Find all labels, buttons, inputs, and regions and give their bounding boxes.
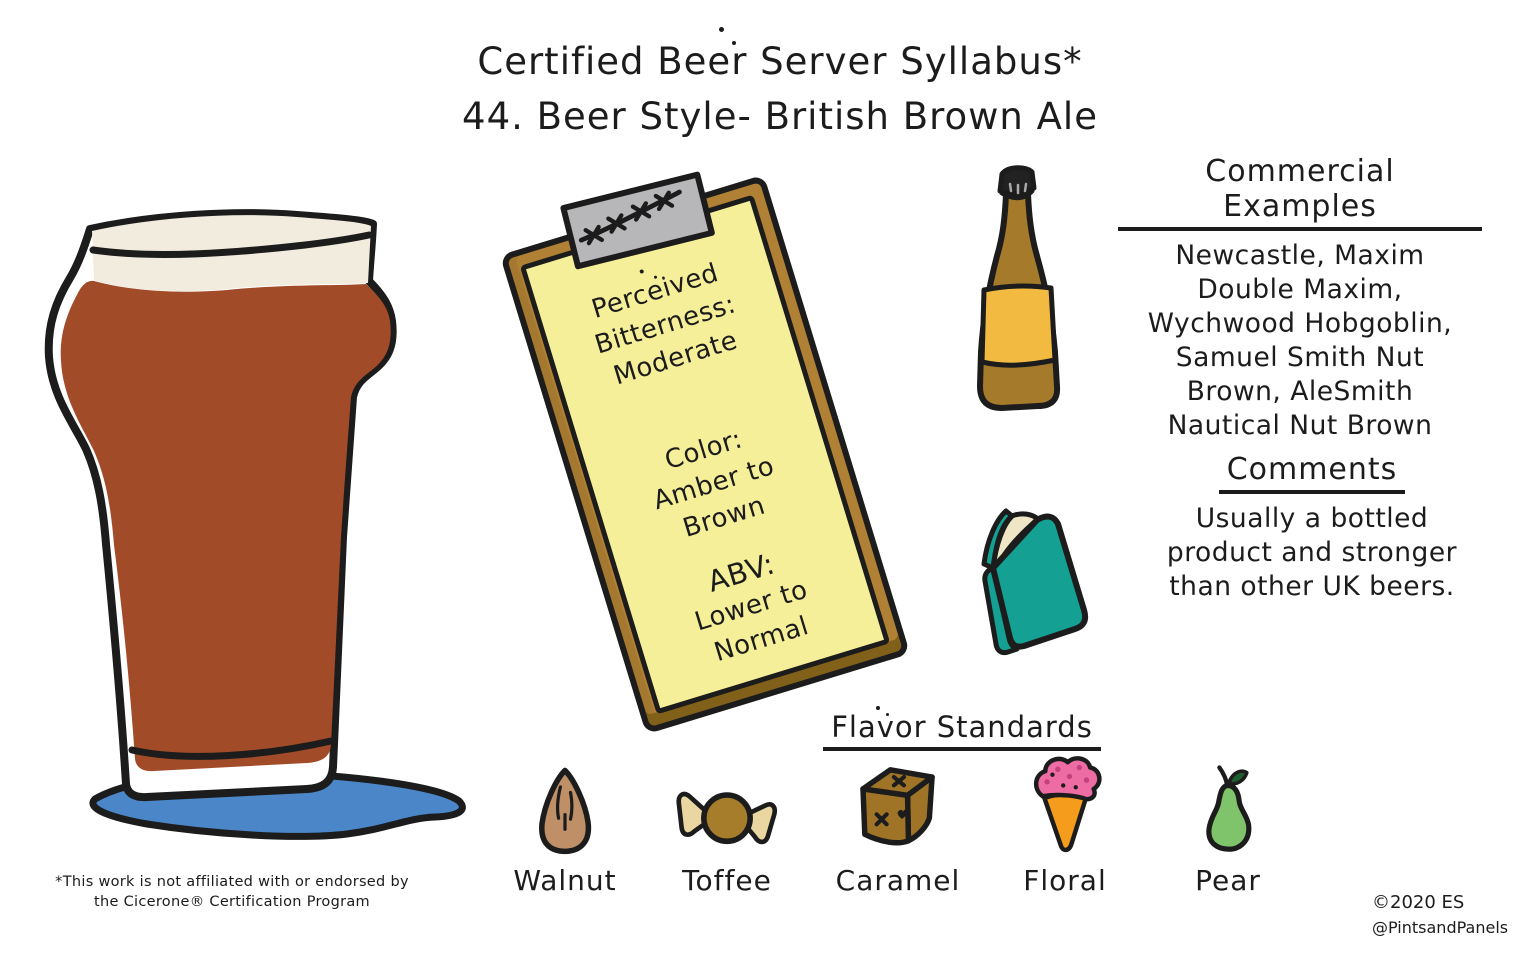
beer-bottom-line	[128, 737, 335, 760]
commercial-example-line: Newcastle, Maxim	[1175, 240, 1425, 271]
ink-speck	[719, 27, 724, 32]
clip-stitches	[578, 189, 682, 246]
flavor-item-toffee: Toffee	[647, 756, 807, 897]
ink-speck	[876, 706, 880, 710]
bottle-label	[979, 283, 1058, 368]
comments-section: Comments Usually a bottled product and s…	[1140, 452, 1484, 604]
page-title: Certified Beer Server Syllabus* 44. Beer…	[250, 34, 1310, 144]
copyright-line: ©2020 ES	[1372, 892, 1465, 913]
footnote-line-2: the Cicerone® Certification Program	[94, 894, 370, 910]
commercial-example-line: Brown, AleSmith	[1186, 376, 1414, 407]
flavor-label: Pear	[1195, 864, 1261, 897]
bottle-cap-ridges	[1008, 182, 1028, 195]
clipboard-icon: Perceived Bitterness: Moderate Color: Am…	[499, 171, 911, 735]
ink-speck	[639, 269, 645, 274]
commercial-example-line: Nautical Nut Brown	[1167, 410, 1433, 441]
artist-credit: ©2020 ES @PintsandPanels	[1372, 890, 1508, 940]
comments-line: than other UK beers.	[1169, 571, 1455, 602]
book-front-cover-edge	[981, 508, 1015, 571]
commercial-examples-section: Commercial Examples Newcastle, Maxim Dou…	[1118, 154, 1482, 443]
flavor-standards-heading: Flavor Standards	[823, 710, 1101, 751]
flavor-item-pear: Pear	[1148, 756, 1308, 897]
flavor-label: Caramel	[835, 864, 961, 897]
floral-icon	[1019, 756, 1111, 858]
disclaimer-footnote: *This work is not affiliated with or end…	[52, 872, 412, 912]
flavor-standards-section: Flavor Standards	[802, 710, 1122, 759]
flavor-item-caramel: Caramel	[818, 756, 978, 897]
flavor-label: Toffee	[682, 864, 772, 897]
flavor-label: Floral	[1023, 864, 1107, 897]
comments-heading: Comments	[1218, 452, 1406, 494]
commercial-example-line: Samuel Smith Nut	[1175, 342, 1425, 373]
book-icon	[972, 498, 1097, 663]
beer-fill	[60, 280, 391, 772]
beer-bottle-icon	[968, 162, 1078, 412]
ink-speck	[886, 713, 889, 716]
footnote-line-1: *This work is not affiliated with or end…	[55, 874, 409, 890]
title-line-1: Certified Beer Server Syllabus*	[477, 40, 1083, 83]
pint-glass-drawing	[44, 209, 466, 840]
flavor-item-floral: Floral	[985, 756, 1145, 897]
glass-rim-line	[89, 231, 373, 258]
commercial-example-line: Double Maxim,	[1197, 274, 1403, 305]
comments-line: product and stronger	[1166, 537, 1458, 568]
book-back-cover	[990, 513, 1089, 650]
walnut-icon	[519, 756, 611, 858]
comments-line: Usually a bottled	[1195, 503, 1429, 534]
clipboard-clip	[559, 171, 716, 270]
beer-bottle-drawing	[977, 165, 1061, 411]
caramel-icon	[850, 756, 946, 858]
social-handle: @PintsandPanels	[1372, 918, 1509, 937]
flavor-item-walnut: Walnut	[485, 756, 645, 897]
nonic-pint-glass-icon	[35, 205, 475, 855]
commercial-example-line: Wychwood Hobgoblin,	[1147, 308, 1453, 339]
book-drawing	[981, 508, 1089, 656]
title-line-2: 44. Beer Style- British Brown Ale	[462, 95, 1098, 138]
flavor-label: Walnut	[513, 864, 617, 897]
ink-speck	[732, 41, 736, 45]
pear-icon	[1185, 756, 1271, 858]
commercial-examples-heading: Commercial Examples	[1118, 154, 1482, 231]
toffee-icon	[673, 756, 781, 858]
